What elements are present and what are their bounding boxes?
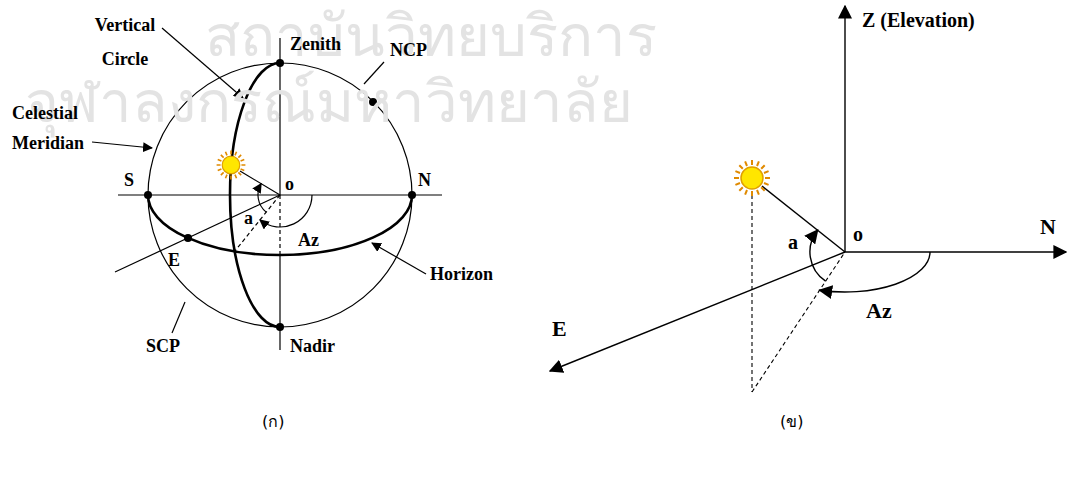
axis-label: E — [552, 316, 567, 342]
sun-symbol — [217, 151, 246, 180]
point-label: N — [418, 170, 431, 192]
altitude-arc — [258, 184, 266, 213]
angle-label: Az — [298, 230, 319, 252]
watermark: จุฬาลงกรณ์มหาวิทยาลัย — [25, 68, 633, 138]
altitude-arc — [810, 230, 826, 281]
figure-caption: (ข) — [780, 412, 803, 431]
sun-ray-line — [762, 186, 845, 252]
angle-label: a — [244, 208, 253, 230]
circle-label: Vertical Circle — [85, 8, 165, 76]
east-dot — [184, 234, 192, 242]
circle-label: Celestial Meridian — [12, 98, 97, 158]
north-axis — [845, 251, 1066, 252]
origin-label: o — [853, 222, 863, 246]
axis-label: Z (Elevation) — [862, 8, 975, 32]
leader-arrow — [372, 243, 426, 274]
leader-arrow — [92, 142, 152, 148]
leader-line — [172, 302, 185, 333]
east-line — [115, 195, 280, 272]
point-label: S — [124, 170, 134, 192]
watermark: สถาบันวิทยบริการ — [205, 2, 657, 72]
angle-label: Az — [866, 298, 892, 324]
circle-label: Horizon — [430, 264, 493, 286]
angle-label: a — [788, 230, 798, 254]
point-label: Zenith — [290, 34, 341, 56]
axis-label: N — [1040, 214, 1056, 240]
point-label: Nadir — [290, 336, 335, 358]
projection-line — [751, 195, 752, 392]
point-label: E — [168, 250, 180, 272]
point-label: SCP — [146, 336, 180, 358]
horizon-arc — [148, 195, 412, 255]
zenith-axis-dashed — [279, 195, 280, 255]
nadir-dot — [276, 323, 284, 331]
sun-ray-line — [240, 171, 280, 195]
projection-line — [235, 195, 280, 251]
east-axis — [550, 252, 845, 371]
nadir-axis — [279, 255, 280, 350]
sun-symbol — [734, 160, 770, 196]
north-dot — [408, 191, 416, 199]
south-dot — [144, 191, 152, 199]
point-label: NCP — [390, 40, 427, 62]
origin-label: o — [285, 174, 294, 196]
projection-line — [752, 252, 845, 392]
z-axis — [844, 6, 845, 252]
azimuth-arc — [260, 195, 312, 227]
azimuth-arc — [820, 252, 930, 292]
figure-caption: (ก) — [262, 412, 284, 431]
